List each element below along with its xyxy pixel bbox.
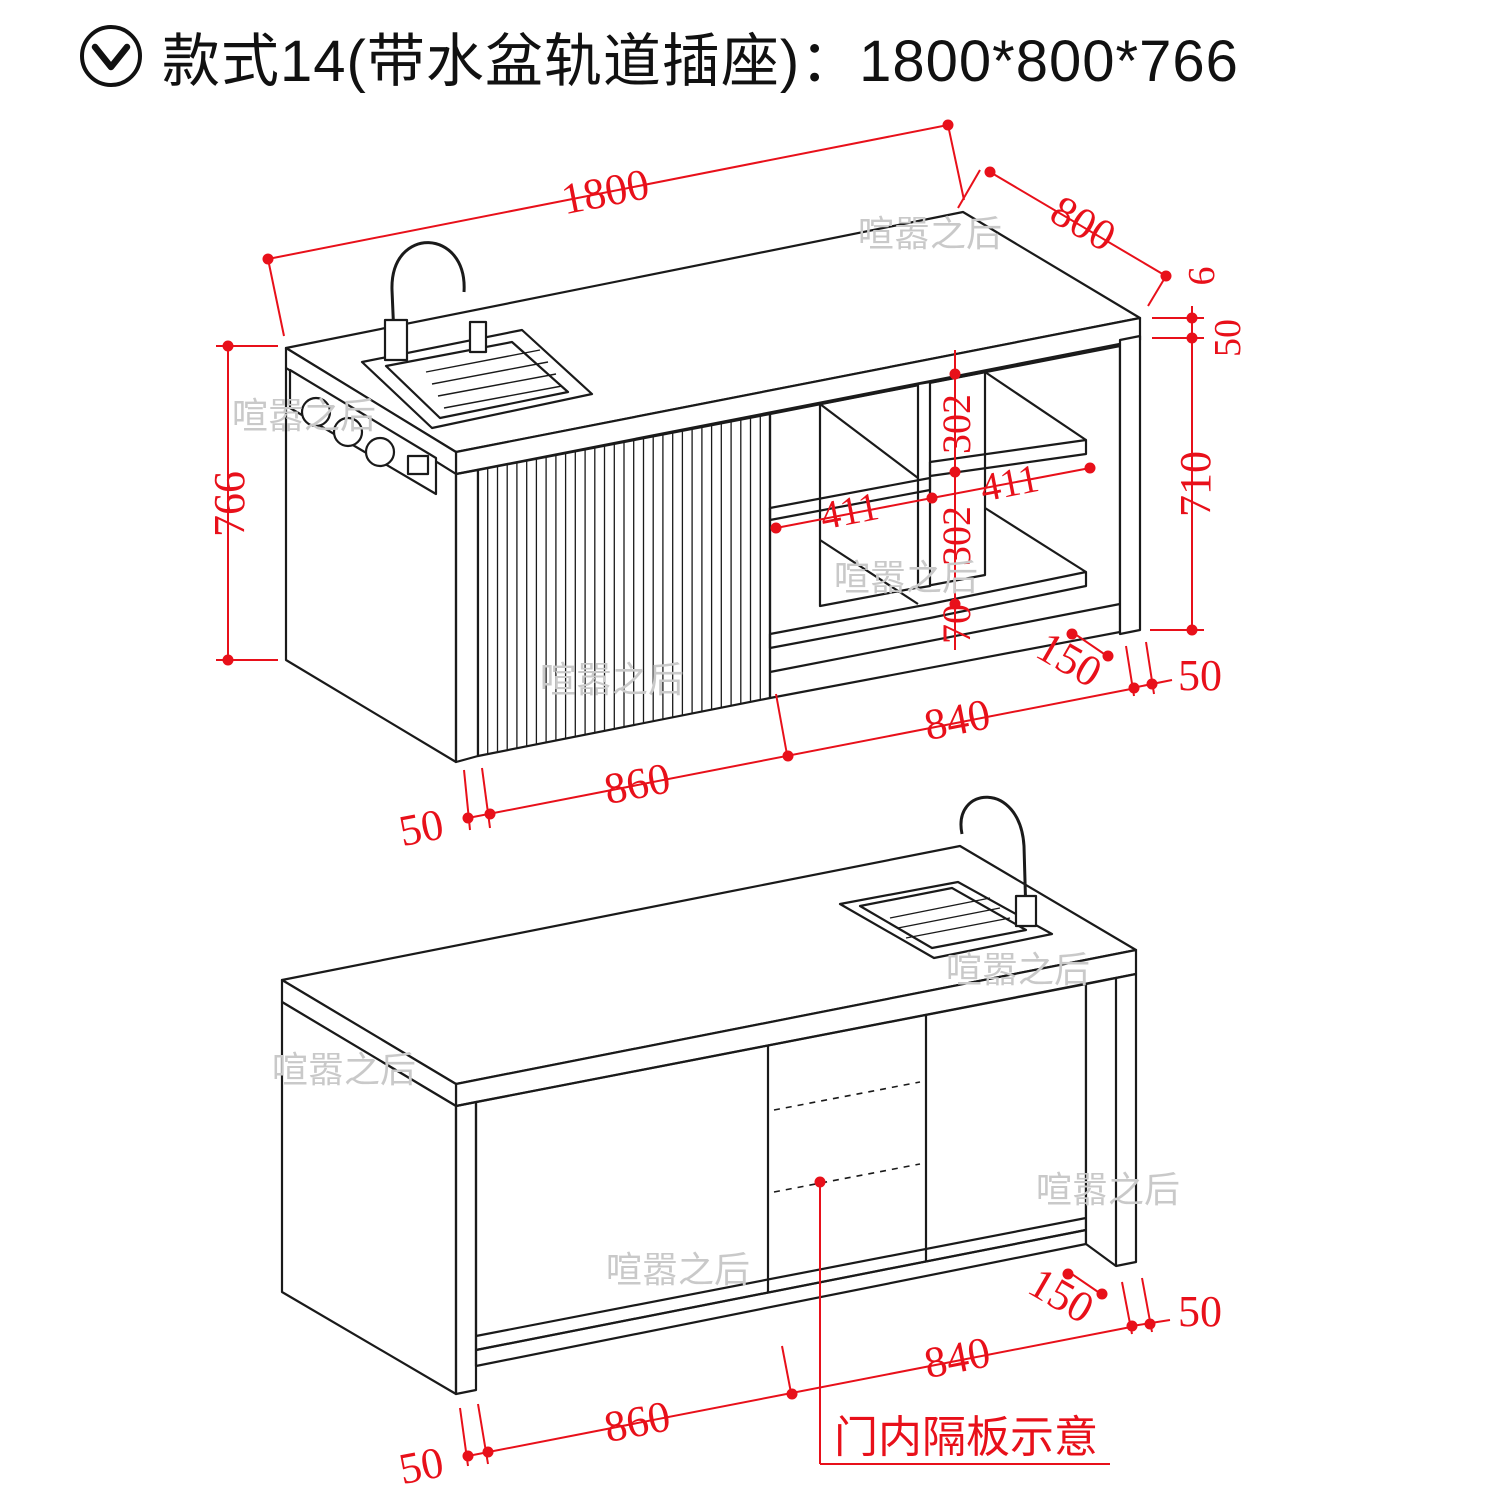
watermark: 喧嚣之后 <box>606 1250 750 1291</box>
dim-side-left: 50 <box>395 800 448 856</box>
dim-front-right: 840 <box>920 1327 994 1388</box>
dim-top-edge: 6 <box>1181 267 1223 286</box>
inner-shelf-note: 门内隔板示意 <box>834 1412 1098 1463</box>
sink-top <box>360 328 594 430</box>
dim-shelf-h2: 302 <box>934 506 979 566</box>
bottom-cabinet-drawing <box>280 795 1138 1396</box>
dim-shelf-w2: 411 <box>976 455 1042 510</box>
dim-inset: 150 <box>1028 622 1110 697</box>
dim-plinth: 70 <box>934 604 979 644</box>
watermark: 喧嚣之后 <box>946 950 1090 991</box>
dim-height: 766 <box>205 471 254 537</box>
dim-width: 1800 <box>557 159 653 224</box>
chevron-down-circle-icon <box>80 25 142 87</box>
dim-side-right: 50 <box>1178 1287 1222 1336</box>
watermarks: 喧嚣之后 喧嚣之后 喧嚣之后 喧嚣之后 喧嚣之后 喧嚣之后 喧嚣之后 喧嚣之后 <box>232 214 1180 1291</box>
faucet-icon <box>959 795 1028 917</box>
watermark: 喧嚣之后 <box>858 214 1002 255</box>
right-leg <box>1118 334 1142 636</box>
inner-shelf-dashed <box>773 1081 921 1111</box>
watermark: 喧嚣之后 <box>272 1050 416 1091</box>
dim-shelf-w1: 411 <box>816 483 882 538</box>
faucet-icon <box>390 241 466 361</box>
dim-depth: 800 <box>1042 186 1124 261</box>
dim-side-right: 50 <box>1178 651 1222 700</box>
sink-top <box>838 880 1054 960</box>
usb-socket-icon <box>406 454 430 476</box>
top-dimensions: 1800 800 766 6 50 710 302 302 70 411 411… <box>205 119 1249 856</box>
watermark: 喧嚣之后 <box>1036 1170 1180 1211</box>
watermark: 喧嚣之后 <box>232 396 376 437</box>
dim-front-right: 840 <box>920 689 994 750</box>
top-cabinet-drawing <box>284 210 1142 764</box>
right-leg <box>1084 972 1138 1268</box>
dim-top-thick: 50 <box>1207 319 1249 357</box>
watermark: 喧嚣之后 <box>834 558 978 599</box>
dim-shelf-h1: 302 <box>934 394 979 454</box>
dim-side-left: 50 <box>395 1438 448 1494</box>
socket-icon <box>364 436 396 468</box>
page-title: 款式14(带水盆轨道插座)：1800*800*766 <box>162 29 1239 94</box>
dim-side-height: 710 <box>1171 451 1220 517</box>
socket-icon <box>332 416 364 448</box>
dim-inset: 150 <box>1020 1258 1102 1333</box>
watermark: 喧嚣之后 <box>540 660 684 701</box>
inner-shelf-dashed <box>773 1163 921 1193</box>
dim-front-left: 860 <box>600 1391 674 1452</box>
title-row: 款式14(带水盆轨道插座)：1800*800*766 <box>78 18 1239 94</box>
socket-icon <box>300 396 332 428</box>
dim-front-left: 860 <box>600 753 674 814</box>
